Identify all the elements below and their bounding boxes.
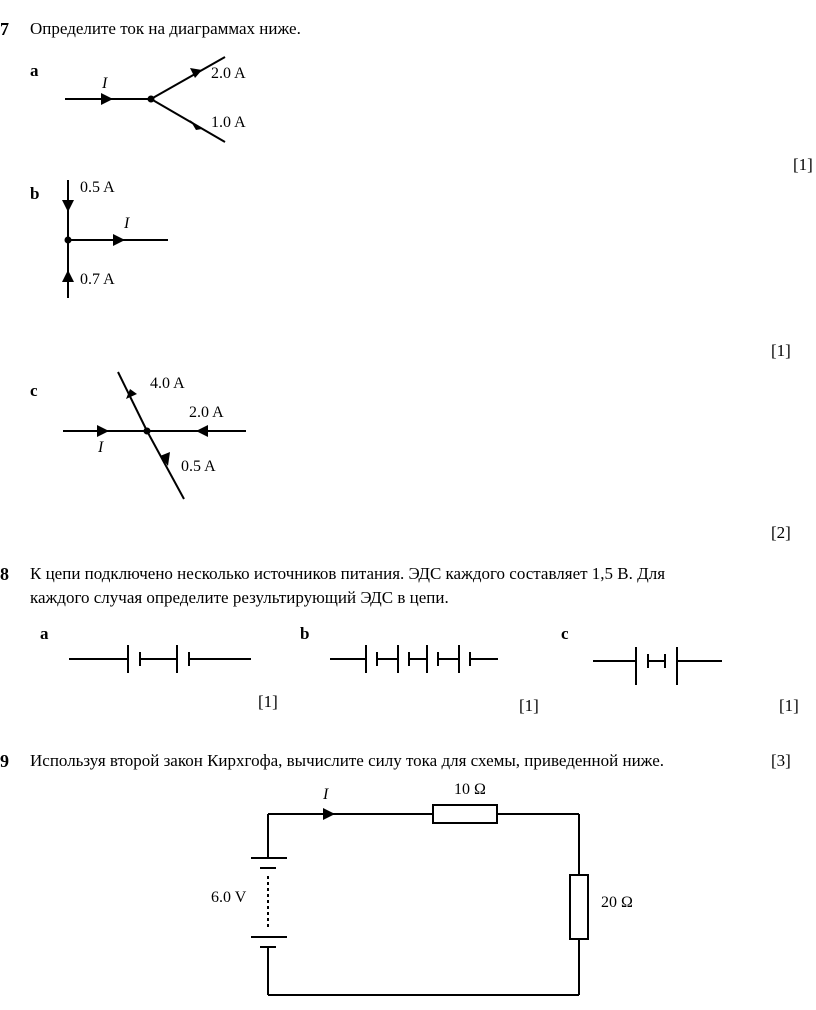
q9-voltage-label: 6.0 V [211, 889, 247, 906]
q7a-in-label: I [102, 75, 108, 92]
q8b-marks: [1] [519, 696, 539, 715]
q7a-upper-wire [150, 56, 226, 100]
q7a-out-top-label: 2.0 A [211, 65, 246, 82]
q7b-bottom-arrow [62, 270, 74, 282]
q7c-right-label: 2.0 A [189, 404, 224, 421]
q8c-letter: c [561, 624, 569, 643]
q7c-down-arrow [160, 452, 170, 466]
q7b-letter: b [30, 184, 40, 203]
question-9-marks: [3] [771, 751, 791, 770]
question-9-text: Используя второй закон Кирхгофа, вычисли… [30, 751, 664, 770]
q8b-cells-diagram [330, 645, 498, 673]
q7a-out-bottom-label: 1.0 A [211, 114, 246, 131]
q7c-left-label: I [98, 439, 104, 456]
q7b-junction-node [64, 236, 72, 244]
q9-resistor-20 [569, 874, 589, 940]
q9-r1-label: 10 Ω [454, 781, 486, 798]
q7a-lower-wire [150, 98, 226, 143]
q8a-letter: a [40, 624, 49, 643]
q7b-right-arrow [113, 234, 125, 246]
q9-current-arrow [323, 808, 335, 820]
q8b-letter: b [300, 624, 310, 643]
q7c-junction-node [143, 427, 151, 435]
q7c-letter: c [30, 381, 38, 400]
q7a-junction-node [147, 95, 155, 103]
q9-r2-label: 20 Ω [601, 894, 633, 911]
q7c-right-arrow [196, 425, 208, 437]
q7a-lower-arrow [190, 120, 202, 130]
q7c-up-arrow [126, 389, 137, 399]
question-7-text: Определите ток на диаграммах ниже. [30, 19, 301, 38]
q8c-marks: [1] [779, 696, 799, 715]
q7b-top-label: 0.5 A [80, 179, 115, 196]
question-7-number: 7 [0, 19, 9, 39]
q7c-lower-wire [146, 430, 185, 500]
q7a-marks: [1] [793, 155, 813, 174]
q7b-right-label: I [124, 215, 130, 232]
q7a-letter: a [30, 61, 39, 80]
q7c-marks: [2] [771, 523, 791, 542]
q7b-bottom-label: 0.7 A [80, 271, 115, 288]
q7c-left-arrow [97, 425, 109, 437]
q7a-input-arrow [101, 93, 113, 105]
q7b-marks: [1] [771, 341, 791, 360]
question-9-number: 9 [0, 751, 9, 771]
q9-current-label: I [323, 786, 329, 803]
q7c-upper-wire [117, 371, 148, 432]
q8c-cells-diagram [593, 647, 722, 685]
question-8-text-line1: К цепи подключено несколько источников п… [30, 564, 666, 583]
q8a-marks: [1] [258, 692, 278, 711]
q7a-upper-arrow [190, 68, 202, 78]
q7c-up-label: 4.0 A [150, 375, 185, 392]
q9-resistor-10 [432, 804, 498, 824]
q8a-cells-diagram [69, 645, 251, 673]
q7c-down-label: 0.5 A [181, 458, 216, 475]
question-8-number: 8 [0, 564, 9, 584]
question-8-text-line2: каждого случая определите результирующий… [30, 588, 449, 607]
q7b-top-arrow [62, 200, 74, 212]
